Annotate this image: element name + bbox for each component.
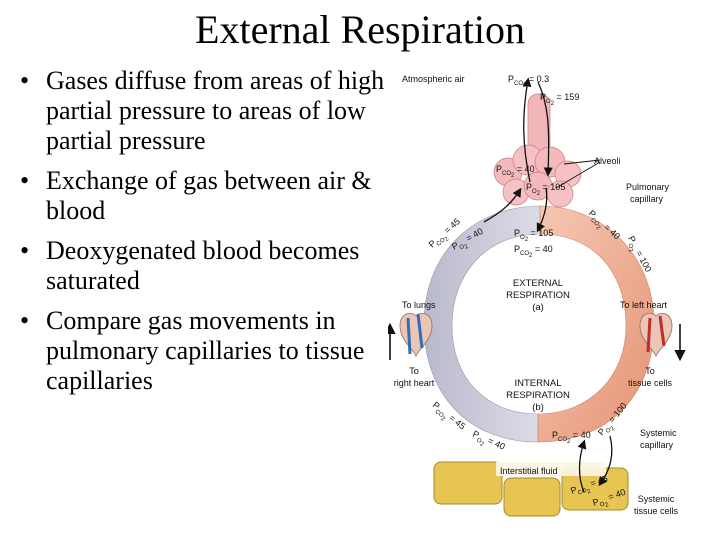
- atm-pco2-label: PCO2 = 0.3: [508, 74, 549, 89]
- co2-arrow-icon: [522, 77, 532, 183]
- internal-respiration-label-1: INTERNAL: [515, 378, 562, 389]
- sys-right-pco2-label: PCO2 = 40: [552, 430, 591, 445]
- to-lungs-label: To lungs: [402, 300, 436, 310]
- atm-po2-label: PO2 = 159: [540, 92, 579, 107]
- alveolar-co2-arrow-icon: [483, 187, 522, 223]
- respiration-diagram: Atmospheric air PCO2 = 0.3 PO2 = 159 Alv…: [388, 74, 686, 517]
- bullet-item: • Gases diffuse from areas of high partia…: [14, 66, 386, 156]
- to-right-heart-label-2: right heart: [394, 378, 435, 388]
- tissue-co2-arrow-icon: [577, 439, 587, 493]
- o2-arrow-icon: [537, 81, 553, 177]
- left-heart-icon: [639, 312, 673, 358]
- tissue-cells: [433, 461, 629, 517]
- pulm-mid-pco2-label: PCO2 = 40: [514, 244, 553, 259]
- external-respiration-label-2: RESPIRATION: [506, 290, 570, 301]
- slide-title: External Respiration: [195, 7, 525, 52]
- alv-pco2-label: PCO2 = 40: [496, 164, 535, 179]
- alv-po2-label: PO2 = 105: [526, 182, 565, 197]
- systemic-tissue-cells-label-2: tissue cells: [634, 506, 679, 516]
- tissue-o2-arrow-icon: [598, 435, 613, 487]
- bullet-list: • Gases diffuse from areas of high partia…: [14, 66, 386, 406]
- external-respiration-label-1: EXTERNAL: [513, 278, 563, 289]
- bullet-text: Deoxygenated blood becomes saturated: [46, 236, 360, 295]
- alveolar-o2-arrow-icon: [536, 187, 548, 233]
- alveoli-cluster: [493, 93, 582, 208]
- bullet-text: Gases diffuse from areas of high partial…: [46, 66, 385, 155]
- alveoli-label: Alveoli: [594, 156, 621, 166]
- bullet-dot-icon: •: [20, 236, 30, 265]
- systemic-capillary-label-2: capillary: [640, 440, 674, 450]
- interstitial-fluid-label: Interstitial fluid: [500, 466, 558, 476]
- bullet-dot-icon: •: [20, 66, 30, 95]
- to-tissue-cells-label-2: tissue cells: [628, 378, 673, 388]
- capillary-loop: [423, 205, 655, 443]
- pulm-mid-po2-label: PO2 = 105: [514, 228, 553, 243]
- bullet-item: • Compare gas movements in pulmonary capi…: [14, 306, 386, 396]
- systemic-capillary-label-1: Systemic: [640, 428, 677, 438]
- internal-respiration-label-2: RESPIRATION: [506, 390, 570, 401]
- pulmonary-capillary-label-1: Pulmonary: [626, 182, 670, 192]
- to-left-heart-label: To left heart: [620, 300, 668, 310]
- systemic-tissue-cells-label-1: Systemic: [638, 494, 675, 504]
- external-respiration-label-3: (a): [532, 302, 544, 313]
- alveoli-pointer: [555, 161, 601, 189]
- bullet-text: Compare gas movements in pulmonary capil…: [46, 306, 365, 395]
- pulmonary-capillary-label-2: capillary: [630, 194, 664, 204]
- bullet-text: Exchange of gas between air & blood: [46, 166, 372, 225]
- to-right-heart-label-1: To: [409, 366, 419, 376]
- right-heart-icon: [399, 312, 433, 358]
- bullet-dot-icon: •: [20, 166, 30, 195]
- bullet-item: • Exchange of gas between air & blood: [14, 166, 386, 226]
- internal-respiration-label-3: (b): [532, 402, 544, 413]
- bullet-dot-icon: •: [20, 306, 30, 335]
- to-tissue-cells-label-1: To: [645, 366, 655, 376]
- oxygenated-vessel: [537, 205, 655, 443]
- alveoli-pointer: [563, 159, 601, 165]
- bullet-item: • Deoxygenated blood becomes saturated: [14, 236, 386, 296]
- atmospheric-air-label: Atmospheric air: [402, 74, 465, 84]
